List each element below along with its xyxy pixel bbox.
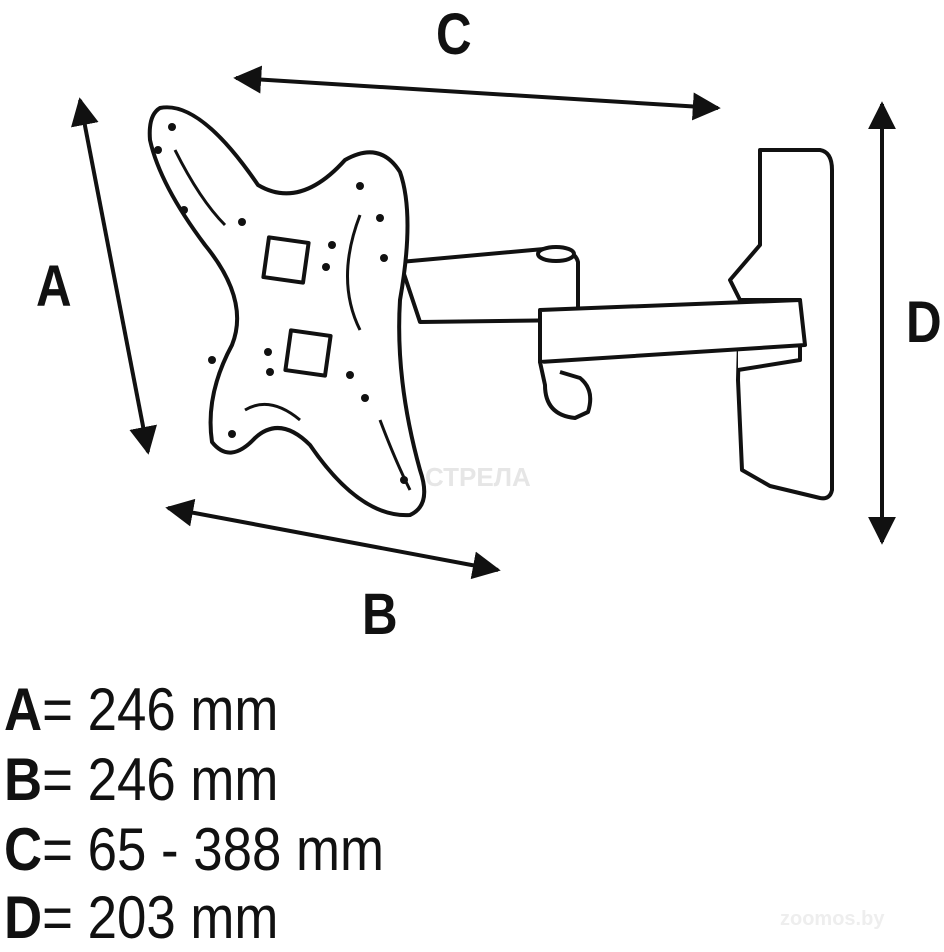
label-b: B: [362, 582, 398, 647]
legend-a: A= 246 mm: [4, 676, 279, 743]
label-c: C: [436, 2, 472, 67]
legend-c: C= 65 - 388 mm: [4, 816, 385, 883]
legend-d: D= 203 mm: [4, 884, 279, 951]
label-d: D: [906, 290, 942, 355]
watermark-center: СТРЕЛА: [425, 462, 531, 492]
swing-arm: [398, 245, 807, 420]
vesa-plate: [147, 105, 427, 518]
legend-b: B= 246 mm: [4, 746, 279, 813]
label-a: A: [36, 254, 72, 319]
arrow-b: [165, 498, 501, 580]
watermark-corner: zoomos.by: [780, 908, 885, 930]
dimension-arrows: [71, 65, 896, 580]
arrow-a: [71, 97, 157, 455]
arrow-c: [233, 65, 721, 121]
